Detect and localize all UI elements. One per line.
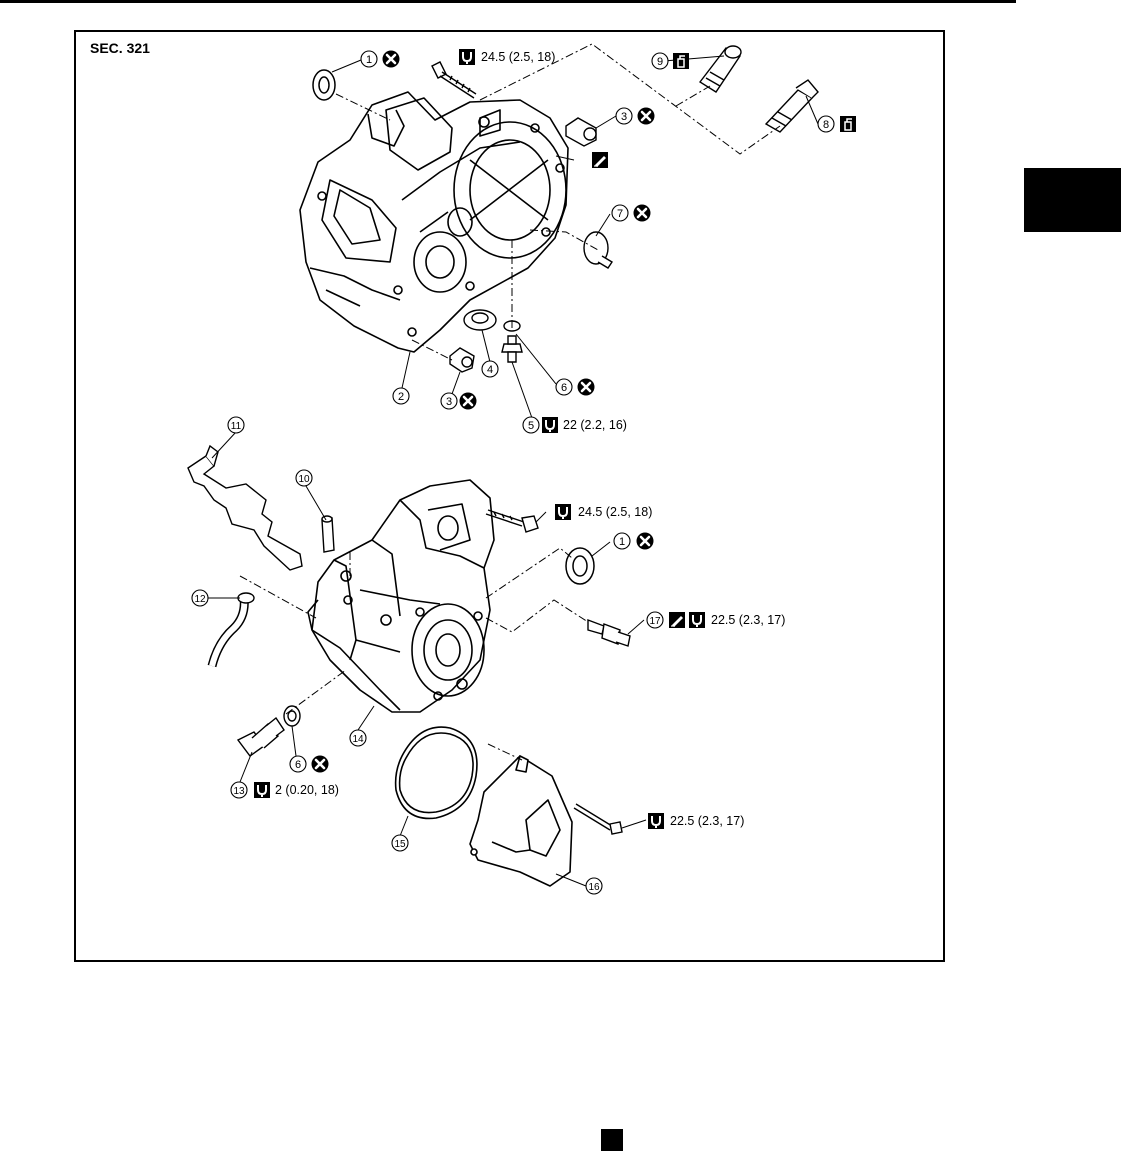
torque-wrench-icon <box>541 416 559 434</box>
dowel-pin-lower <box>449 347 475 373</box>
callout-7: 7 <box>611 204 629 222</box>
svg-text:3: 3 <box>446 396 452 408</box>
callout-circles: 1 9 3 8 7 4 2 3 6 5 11 10 1 12 17 14 6 1… <box>191 50 835 895</box>
plug-part-13 <box>236 716 285 757</box>
svg-text:17: 17 <box>649 616 661 627</box>
callout-3-lower: 3 <box>440 392 458 410</box>
bolt-lower <box>485 509 539 533</box>
callout-11: 11 <box>227 416 245 434</box>
svg-text:6: 6 <box>561 382 567 394</box>
do-not-reuse-icon <box>458 391 478 411</box>
tube-part-12 <box>207 592 255 668</box>
callout-2: 2 <box>392 387 410 405</box>
apply-fluid-icon <box>839 115 857 133</box>
svg-text:4: 4 <box>487 364 493 376</box>
svg-text:8: 8 <box>823 119 829 131</box>
torque-label-plug-5: 22 (2.2, 16) <box>563 418 627 432</box>
callout-1-lower: 1 <box>613 532 631 550</box>
leader-lines <box>239 43 781 761</box>
callout-10: 10 <box>295 469 313 487</box>
torque-wrench-icon <box>688 611 706 629</box>
do-not-reuse-icon <box>310 754 330 774</box>
svg-text:6: 6 <box>295 759 301 771</box>
svg-text:13: 13 <box>233 786 245 797</box>
torque-wrench-icon <box>253 781 271 799</box>
do-not-reuse-icon <box>632 203 652 223</box>
apply-fluid-icon <box>672 52 690 70</box>
callout-6-upper: 6 <box>555 378 573 396</box>
callout-4: 4 <box>481 360 499 378</box>
baffle-plate-part-11 <box>187 444 303 571</box>
svg-text:16: 16 <box>588 882 600 893</box>
bolt-cover <box>573 803 623 835</box>
callout-12: 12 <box>191 589 209 607</box>
top-rule <box>0 0 1016 3</box>
transmission-case <box>307 479 495 713</box>
callout-8: 8 <box>817 115 835 133</box>
svg-text:7: 7 <box>617 208 623 220</box>
do-not-reuse-icon <box>635 531 655 551</box>
torque-wrench-icon <box>458 48 476 66</box>
torque-label-bolt-lower: 24.5 (2.5, 18) <box>578 505 653 519</box>
do-not-reuse-icon <box>381 49 401 69</box>
diagram-frame <box>74 30 945 962</box>
svg-text:12: 12 <box>194 594 206 605</box>
svg-text:14: 14 <box>352 734 364 745</box>
svg-text:15: 15 <box>394 839 406 850</box>
gasket-part-15 <box>394 726 478 820</box>
torque-label-switch-17: 22.5 (2.3, 17) <box>711 613 786 627</box>
callout-16: 16 <box>585 877 603 895</box>
torque-wrench-icon <box>554 503 572 521</box>
torque-wrench-icon <box>647 812 665 830</box>
svg-text:11: 11 <box>231 421 242 432</box>
callout-6-lower: 6 <box>289 755 307 773</box>
section-tab <box>1024 168 1121 232</box>
torque-label-bolt-upper: 24.5 (2.5, 18) <box>481 50 556 64</box>
torque-label-plug-13: 2 (0.20, 18) <box>275 783 339 797</box>
switch-part-17 <box>587 618 631 647</box>
callout-14: 14 <box>349 729 367 747</box>
dowel-pin-upper <box>565 117 597 147</box>
callout-3-upper: 3 <box>615 107 633 125</box>
do-not-reuse-icon <box>636 106 656 126</box>
clutch-housing-case <box>299 91 569 353</box>
svg-text:10: 10 <box>298 474 310 485</box>
cover-part-16 <box>469 755 573 887</box>
svg-text:2: 2 <box>398 391 404 403</box>
callout-9: 9 <box>651 52 669 70</box>
breather-part-9 <box>698 45 742 93</box>
callout-15: 15 <box>391 834 409 852</box>
page-marker <box>601 1129 623 1151</box>
oil-seal-lower <box>565 547 595 585</box>
plug-part-7 <box>583 231 613 269</box>
drain-plug-part-5 <box>501 335 523 363</box>
svg-text:1: 1 <box>619 536 625 548</box>
section-label: SEC. 321 <box>90 40 150 56</box>
callout-1-upper: 1 <box>360 50 378 68</box>
bolt-upper <box>431 61 477 99</box>
sealant-icon <box>591 151 609 169</box>
sealant-icon <box>668 611 686 629</box>
svg-text:5: 5 <box>528 420 534 432</box>
svg-text:3: 3 <box>621 111 627 123</box>
svg-text:1: 1 <box>366 54 372 66</box>
torque-label-cover-bolt: 22.5 (2.3, 17) <box>670 814 745 828</box>
callout-13: 13 <box>230 781 248 799</box>
callout-17: 17 <box>646 611 664 629</box>
callout-5: 5 <box>522 416 540 434</box>
pin-part-10 <box>321 515 335 553</box>
do-not-reuse-icon <box>576 377 596 397</box>
bearing-ring-part-4 <box>463 309 497 331</box>
oil-seal-upper <box>312 69 336 101</box>
svg-text:9: 9 <box>657 56 663 68</box>
